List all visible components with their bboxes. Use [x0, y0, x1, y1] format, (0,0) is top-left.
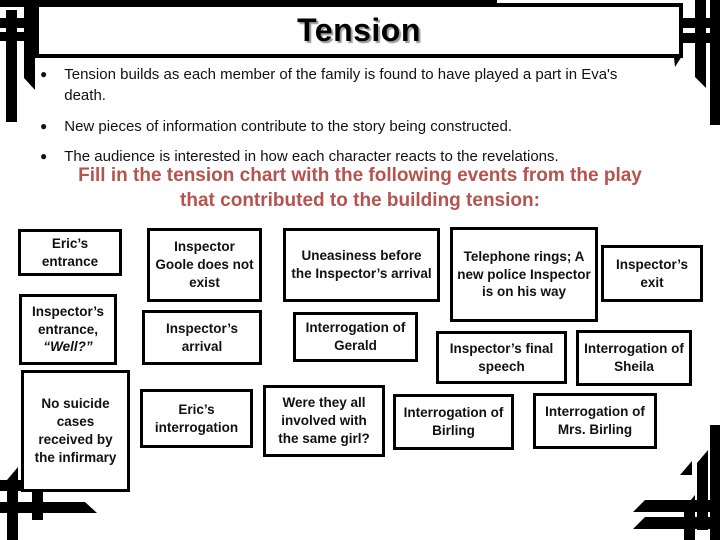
event-box-inspectors-exit[interactable]: Inspector’s exit [601, 245, 703, 302]
event-text: Were they all involved with the same gir… [278, 395, 370, 446]
instruction-heading: Fill in the tension chart with the follo… [0, 163, 720, 213]
bullet-item: ● The audience is interested in how each… [40, 146, 680, 167]
event-text: Interrogation of Mrs. Birling [545, 404, 645, 437]
event-text: Inspector’s arrival [165, 320, 239, 354]
event-box-telephone-rings[interactable]: Telephone rings; A new police Inspector … [450, 227, 598, 322]
event-box-interrogation-of-gerald[interactable]: Interrogation of Gerald [293, 312, 418, 362]
event-text: Interrogation of Birling [403, 405, 504, 438]
instruction-line: Fill in the tension chart with the follo… [78, 165, 642, 186]
bullet-dot-icon: ● [40, 118, 48, 133]
page-title: Tension [297, 12, 421, 48]
event-box-same-girl-question[interactable]: Were they all involved with the same gir… [263, 385, 385, 457]
event-text: Interrogation of Gerald [305, 320, 406, 353]
event-box-erics-interrogation[interactable]: Eric’s interrogation [140, 389, 253, 448]
event-box-inspectors-final-speech[interactable]: Inspector’s final speech [436, 331, 567, 384]
event-text: No suicide cases received by the infirma… [34, 396, 117, 465]
event-text: Eric’s interrogation [154, 401, 239, 435]
event-box-goole-does-not-exist[interactable]: Inspector Goole does not exist [147, 228, 262, 302]
event-box-inspectors-entrance[interactable]: Inspector’s entrance, “Well?” [19, 294, 117, 365]
instruction-line: that contributed to the building tension… [180, 190, 540, 212]
event-box-interrogation-of-birling[interactable]: Interrogation of Birling [393, 394, 514, 450]
event-text: Uneasiness before the Inspector’s arriva… [291, 248, 432, 281]
bullet-dot-icon: ● [40, 67, 48, 81]
event-text: Inspector’s final speech [449, 340, 554, 374]
event-text: Eric’s entrance [41, 235, 99, 269]
event-box-uneasiness-before-arrival[interactable]: Uneasiness before the Inspector’s arriva… [283, 228, 440, 302]
bullet-dot-icon: ● [40, 148, 48, 163]
event-text: Inspector’s entrance, [31, 303, 105, 337]
event-box-erics-entrance[interactable]: Eric’s entrance [18, 229, 122, 276]
event-text: Inspector Goole does not exist [155, 239, 254, 290]
bullet-text: The audience is interested in how each c… [64, 147, 559, 165]
bullet-text: Tension builds as each member of the fam… [64, 66, 618, 105]
event-quote: “Well?” [43, 339, 93, 355]
event-text: Telephone rings; A new police Inspector … [457, 248, 591, 300]
event-box-interrogation-of-mrs-birling[interactable]: Interrogation of Mrs. Birling [533, 393, 657, 449]
event-box-no-suicide-cases[interactable]: No suicide cases received by the infirma… [21, 370, 130, 492]
bullet-item: ● Tension builds as each member of the f… [40, 64, 680, 107]
bullet-item: ● New pieces of information contribute t… [40, 116, 680, 137]
event-text: Interrogation of Sheila [584, 341, 684, 374]
ornament-bottom-right [633, 425, 720, 540]
bullet-text: New pieces of information contribute to … [64, 117, 512, 135]
event-box-inspectors-arrival[interactable]: Inspector’s arrival [142, 310, 262, 365]
bullet-list: ● Tension builds as each member of the f… [40, 64, 680, 176]
title-box[interactable]: Tension [35, 3, 683, 58]
event-text: Inspector’s exit [615, 256, 689, 290]
event-box-interrogation-of-sheila[interactable]: Interrogation of Sheila [576, 330, 692, 386]
